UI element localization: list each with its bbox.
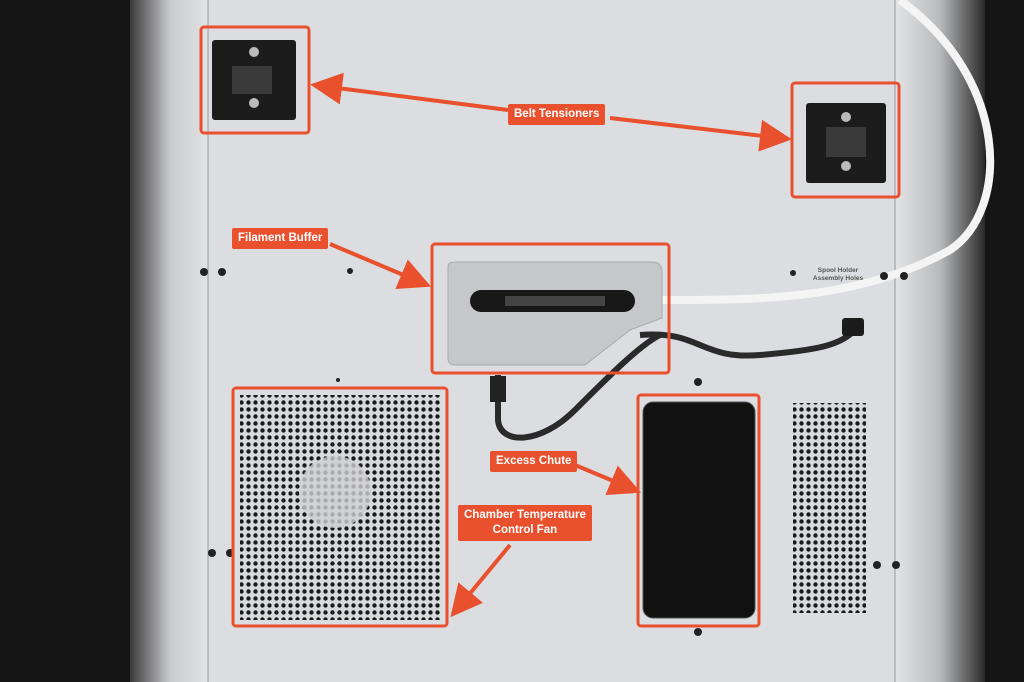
left-side-panel	[130, 0, 210, 682]
label-excess-chute: Excess Chute	[490, 451, 578, 472]
highlight-chute	[636, 393, 761, 628]
spool-holder-text: Spool Holder Assembly Holes	[812, 267, 864, 283]
highlight-fan	[231, 386, 449, 628]
spool-line1: Spool Holder	[817, 267, 859, 274]
filament-buffer	[447, 261, 663, 366]
cable	[639, 327, 858, 359]
ptfe-tube	[659, 0, 995, 304]
belt-tensioner-right	[806, 103, 886, 183]
arrow-fan	[450, 543, 512, 618]
label-filament-buffer: Filament Buffer	[232, 228, 329, 249]
spool-line2: Assembly Holes	[812, 275, 864, 282]
right-side-panel	[895, 0, 985, 682]
label-fan-line1: Chamber Temperature	[464, 509, 586, 521]
highlight-filament-buffer	[430, 242, 671, 375]
arrow-belt-right	[609, 116, 792, 152]
label-fan-line2: Control Fan	[492, 524, 558, 536]
right-vent-grille	[793, 403, 866, 613]
label-belt-tensioners: Belt Tensioners	[508, 104, 606, 125]
highlight-left-tensioner	[199, 25, 311, 135]
arrow-chute	[574, 463, 642, 496]
label-fan: Chamber Temperature Control Fan	[458, 505, 592, 541]
excess-chute-opening	[642, 401, 756, 619]
belt-tensioner-left	[212, 40, 296, 120]
highlight-right-tensioner	[790, 81, 901, 199]
arrow-belt-left	[310, 72, 509, 112]
arrow-filament-buffer	[329, 242, 432, 289]
